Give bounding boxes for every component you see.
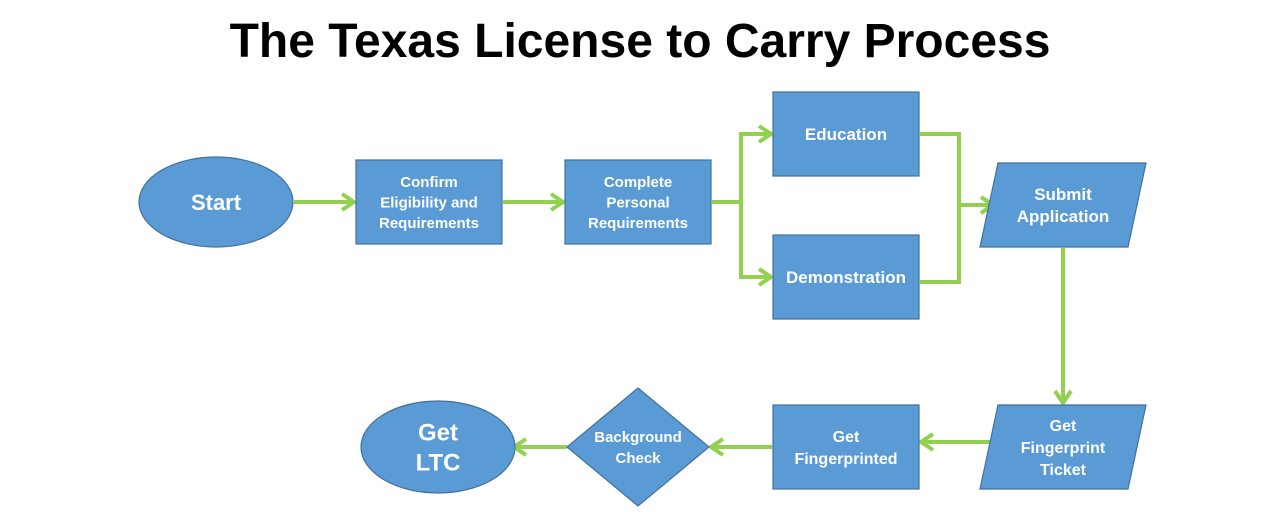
arrowhead-icon: [917, 432, 935, 452]
rectangle-shape: [772, 234, 920, 320]
parallelogram-shape: [979, 404, 1147, 490]
node-label-line: Application: [1017, 207, 1110, 226]
node-label-line: Get: [1050, 418, 1077, 435]
rectangle-shape: [355, 159, 503, 245]
arrowhead-icon: [757, 124, 775, 144]
connector-ticket-to-fingerprinted: [917, 432, 994, 452]
ellipse-shape: [360, 400, 516, 494]
connector-line: [712, 200, 771, 279]
node-label-line: LTC: [416, 450, 461, 477]
node-start: Start: [138, 156, 294, 248]
node-education: Education: [772, 91, 920, 177]
node-label-line: Fingerprinted: [794, 451, 897, 468]
node-label-line: Check: [615, 450, 661, 467]
node-label-line: Submit: [1034, 185, 1092, 204]
node-label-line: Education: [805, 125, 887, 144]
arrowhead-icon: [549, 192, 567, 212]
node-label-line: Personal: [606, 194, 669, 211]
node-label-line: Get: [833, 429, 860, 446]
rectangle-shape: [564, 159, 712, 245]
connector-start-to-confirm: [294, 192, 358, 212]
node-label-line: Background: [594, 429, 682, 446]
rectangle-shape: [772, 404, 920, 490]
ellipse-shape: [138, 156, 294, 248]
node-label-line: Ticket: [1040, 462, 1087, 479]
node-label-line: Requirements: [379, 215, 479, 232]
rectangle-shape: [772, 91, 920, 177]
node-label-line: Demonstration: [786, 268, 906, 287]
node-label-line: Eligibility and: [380, 194, 478, 211]
connector-line: [712, 132, 771, 204]
connector-background-to-ltc: [510, 437, 567, 457]
connector-line: [920, 132, 993, 207]
node-label-line: Complete: [604, 174, 672, 191]
arrowhead-icon: [757, 267, 775, 287]
node-label-line: Get: [418, 420, 458, 447]
connector-education-to-submit: [920, 132, 997, 215]
connector-personal-to-education: [712, 124, 775, 204]
node-demonstration: Demonstration: [772, 234, 920, 320]
connector-line: [920, 203, 993, 284]
arrowhead-icon: [340, 192, 358, 212]
arrowhead-icon: [707, 437, 725, 457]
connector-personal-to-demonstration: [712, 200, 775, 287]
arrowhead-icon: [1053, 389, 1073, 407]
diagram-title: The Texas License to Carry Process: [229, 15, 1051, 68]
connector-confirm-to-personal: [503, 192, 567, 212]
connector-fingerprinted-to-background: [707, 437, 772, 457]
node-label-line: Confirm: [400, 174, 458, 191]
node-label-line: Fingerprint: [1021, 440, 1106, 457]
node-label-line: Start: [191, 190, 242, 215]
connector-submit-to-ticket: [1053, 248, 1073, 407]
diamond-shape: [566, 387, 710, 507]
node-label-line: Requirements: [588, 215, 688, 232]
parallelogram-shape: [979, 162, 1147, 248]
